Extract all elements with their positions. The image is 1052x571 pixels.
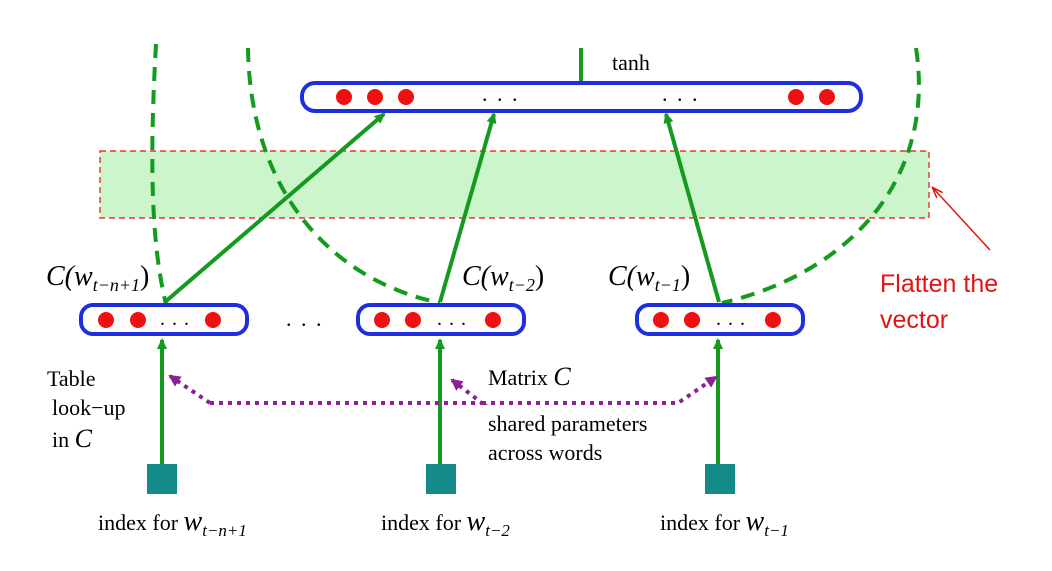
embedding-arcs — [150, 43, 921, 305]
embedding-unit — [98, 312, 114, 328]
embedding-label-1: C(wt−n+1) — [46, 261, 149, 295]
embedding-unit — [130, 312, 146, 328]
hidden-layer-vector: . . . . . . — [300, 81, 863, 113]
hidden-unit — [398, 89, 414, 105]
hidden-ellipsis-left: . . . — [482, 81, 520, 106]
index-square-3 — [705, 464, 735, 494]
embedding-vector-3: . . . — [635, 303, 805, 336]
between-embeddings-ellipsis: . . . — [286, 306, 324, 331]
table-lookup-line-2: look−up — [52, 395, 126, 420]
hidden-unit — [367, 89, 383, 105]
index-label-2: index for wt−2 — [381, 506, 510, 540]
embedding-vector-1: . . . — [79, 303, 249, 336]
left-arc — [150, 43, 168, 305]
index-square-1 — [147, 464, 177, 494]
matrix-label: Matrix C — [488, 362, 571, 391]
flatten-region — [99, 150, 930, 219]
table-lookup-line-1: Table — [47, 366, 96, 391]
hidden-ellipsis-right: . . . — [662, 81, 700, 106]
embedding-vector-2: . . . — [356, 303, 526, 336]
embedding-unit — [765, 312, 781, 328]
index-square-2 — [426, 464, 456, 494]
right-arc — [721, 47, 921, 305]
hidden-unit — [788, 89, 804, 105]
index-label-3: index for wt−1 — [660, 506, 789, 540]
embedding-to-hidden-connections — [163, 112, 721, 304]
embedding-unit — [374, 312, 390, 328]
lookup-arrows — [157, 338, 723, 466]
embedding-ellipsis: . . . — [437, 308, 467, 330]
embedding-label-3: C(wt−1) — [608, 261, 690, 295]
annotation-pointer — [933, 188, 991, 251]
annotation-line-2: vector — [880, 306, 948, 334]
index-label-1: index for wt−n+1 — [98, 506, 247, 540]
shared-parameters-line-2: across words — [488, 440, 602, 465]
tanh-label: tanh — [612, 50, 650, 75]
hidden-unit — [336, 89, 352, 105]
hidden-unit — [819, 89, 835, 105]
table-lookup-line-3: in C — [52, 424, 93, 453]
shared-parameters-line-1: shared parameters — [488, 411, 647, 436]
annotation-line-1: Flatten the — [880, 270, 998, 298]
embedding-ellipsis: . . . — [716, 308, 746, 330]
middle-arc — [246, 47, 441, 305]
embedding-ellipsis: . . . — [160, 308, 190, 330]
embedding-unit — [653, 312, 669, 328]
embedding-unit — [684, 312, 700, 328]
embedding-label-2: C(wt−2) — [462, 261, 544, 295]
embedding-unit — [405, 312, 421, 328]
embedding-unit — [485, 312, 501, 328]
embedding-unit — [205, 312, 221, 328]
shared-parameters-connector — [168, 374, 718, 405]
